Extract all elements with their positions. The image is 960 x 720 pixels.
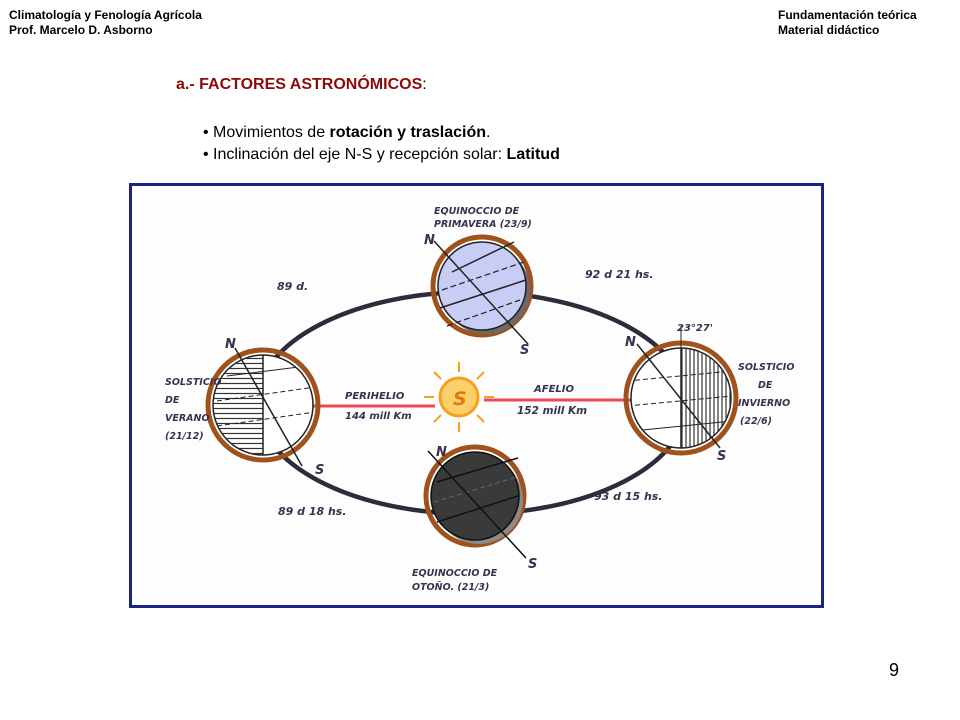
south-label: S	[528, 557, 537, 572]
bullet-item-inclination: • Inclinación del eje N-S y recepción so…	[203, 144, 560, 166]
bullet-text: • Movimientos de	[203, 124, 330, 141]
winter-solstice-label-2: DE	[758, 380, 773, 391]
south-label: S	[717, 449, 726, 464]
bullet-bold-text: rotación y traslación	[329, 124, 487, 141]
material-type: Material didáctico	[778, 23, 880, 37]
north-label: N	[225, 337, 236, 352]
professor-name: Prof. Marcelo D. Asborno	[9, 23, 153, 37]
tilt-angle-label: 23°27'	[677, 323, 713, 334]
perihelio-distance: 144 mill Km	[345, 411, 412, 422]
section-title: a.- FACTORES ASTRONÓMICOS:	[176, 76, 427, 94]
summer-solstice-label-2: DE	[165, 395, 180, 406]
days-label-bottom-left: 89 d 18 hs.	[278, 505, 347, 518]
afelio-label: AFELIO	[533, 384, 574, 395]
north-label: N	[424, 233, 435, 248]
earth-spring-equinox: N S	[424, 233, 534, 358]
summer-solstice-label: SOLSTICIO	[165, 377, 221, 388]
bullet-text: • Inclinación del eje N-S y recepción so…	[203, 146, 507, 163]
spring-equinox-label-2: PRIMAVERA (23/9)	[434, 219, 532, 230]
sun-label: S	[453, 388, 467, 410]
summer-solstice-label-4: (21/12)	[165, 431, 204, 442]
perihelio-label: PERIHELIO	[345, 391, 405, 402]
days-label-top-left: 89 d.	[277, 280, 308, 293]
north-label: N	[436, 445, 447, 460]
winter-solstice-label: SOLSTICIO	[738, 362, 794, 373]
course-title: Climatología y Fenología Agrícola	[9, 8, 202, 22]
bullet-bold-text: Latitud	[506, 146, 560, 163]
page-number: 9	[889, 660, 900, 680]
header-left: Climatología y Fenología Agrícola Prof. …	[9, 8, 202, 38]
header-right: Fundamentación teórica Material didáctic…	[778, 8, 917, 38]
winter-solstice-label-3: INVIERNO	[738, 398, 790, 409]
section-title-text: a.- FACTORES ASTRONÓMICOS	[176, 76, 423, 93]
south-label: S	[315, 463, 324, 478]
sun-icon: S	[424, 362, 494, 432]
winter-solstice-label-4: (22/6)	[740, 416, 772, 427]
earth-autumn-equinox: N S	[423, 444, 537, 572]
bullet-list: • Movimientos de rotación y traslación. …	[203, 122, 560, 166]
afelio-distance: 152 mill Km	[517, 405, 587, 417]
spring-equinox-label: EQUINOCCIO DE	[434, 206, 520, 217]
earth-orbit-figure: S N S N S	[129, 183, 824, 608]
days-label-top-right: 92 d 21 hs.	[585, 268, 654, 281]
summer-solstice-label-3: VERANO	[165, 413, 210, 424]
earth-winter-solstice: N S 23°27'	[623, 323, 739, 464]
autumn-equinox-label-2: OTOÑO. (21/3)	[412, 582, 489, 593]
section-title-colon: :	[422, 76, 427, 93]
bullet-item-movements: • Movimientos de rotación y traslación.	[203, 122, 560, 144]
earth-summer-solstice: N S	[205, 337, 324, 478]
days-label-bottom-right: 93 d 15 hs.	[594, 490, 663, 503]
orbit-diagram: S N S N S	[165, 206, 794, 593]
bullet-text: .	[486, 124, 491, 141]
section-type: Fundamentación teórica	[778, 8, 917, 22]
north-label: N	[625, 335, 636, 350]
autumn-equinox-label: EQUINOCCIO DE	[412, 568, 498, 579]
south-label: S	[520, 343, 529, 358]
